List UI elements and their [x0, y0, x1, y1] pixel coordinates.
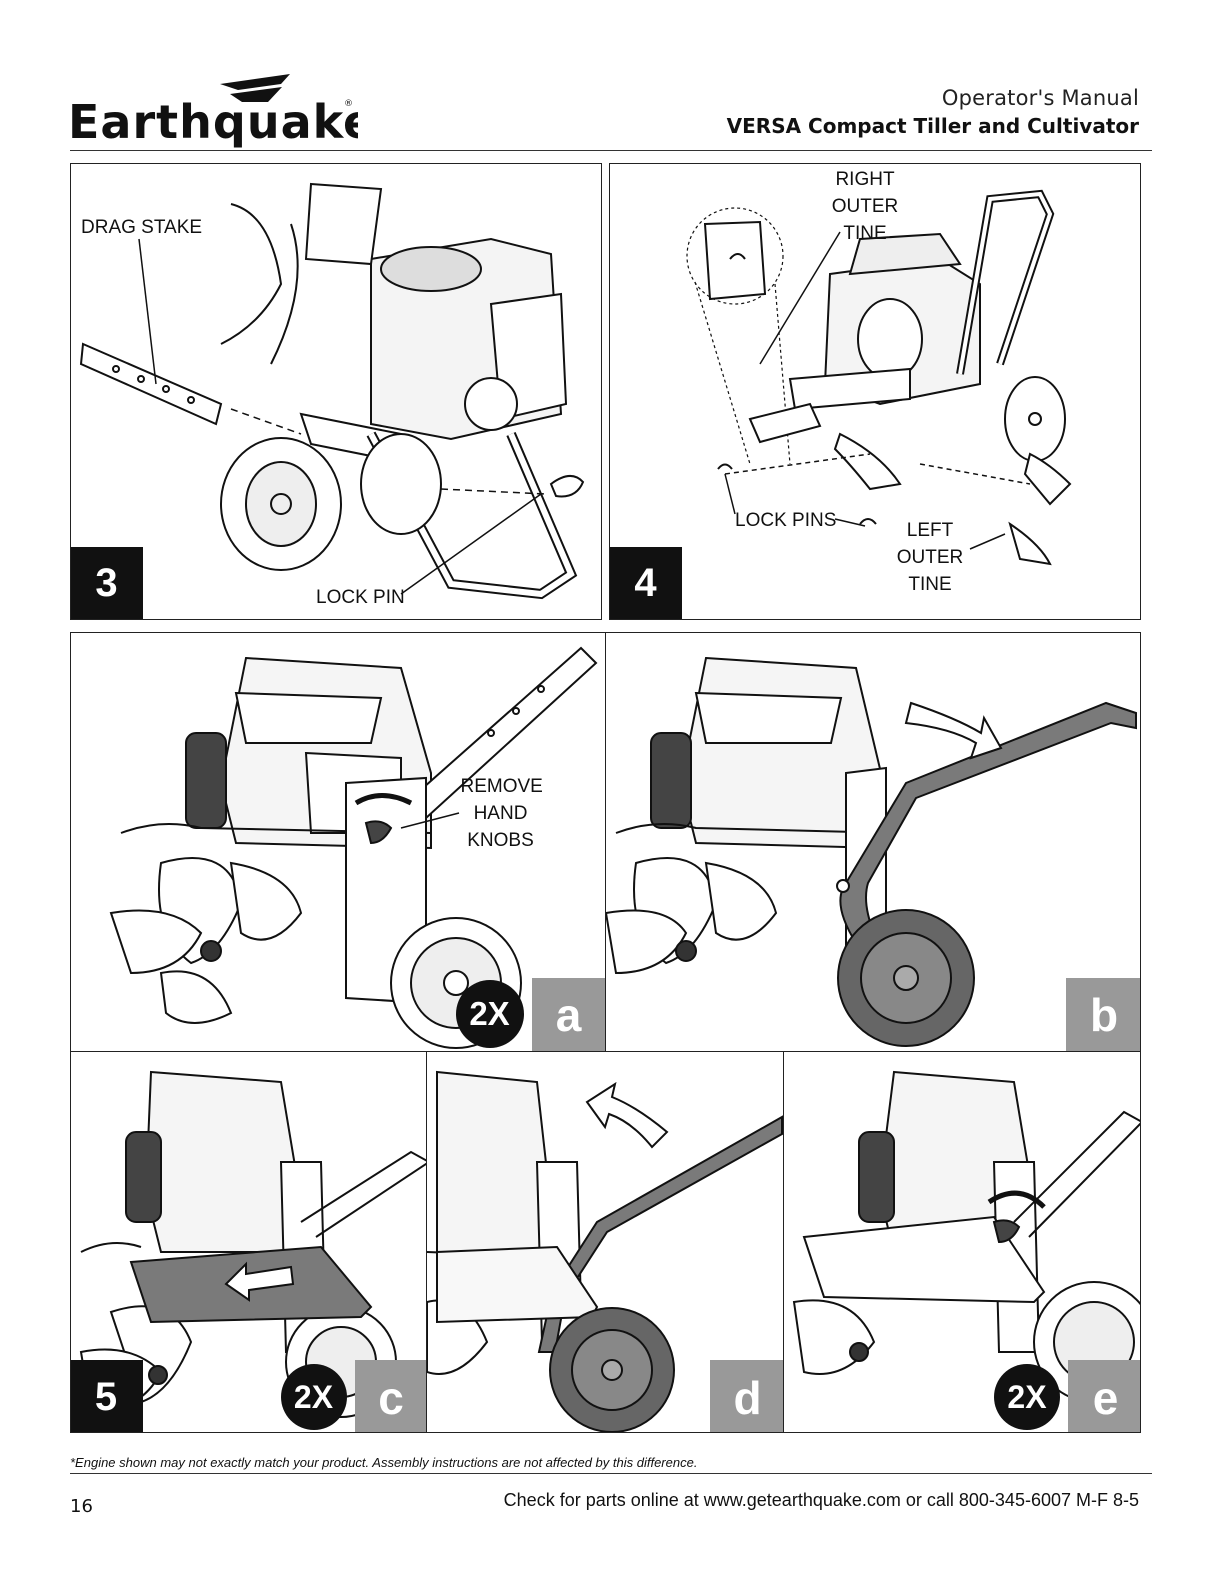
step-5-panel: REMOVE HAND KNOBS 2X a	[70, 632, 1141, 1433]
remove-hand-knobs-label: REMOVE HAND KNOBS	[460, 773, 543, 854]
letter-d: d	[710, 1360, 784, 1432]
letter-c: c	[354, 1360, 427, 1432]
tiller-drag-stake-illustration	[79, 182, 585, 600]
right-tine-line-2: OUTER	[831, 196, 899, 217]
remove-hand-knobs-illustration	[109, 646, 597, 1049]
left-tine-line-3: TINE	[908, 574, 952, 595]
doc-type: Operator's Manual	[941, 86, 1139, 110]
step-5b-panel: b	[605, 633, 1140, 1053]
rotate-handle-illustration	[606, 656, 1137, 1047]
lock-pin-label: LOCK PIN	[316, 587, 405, 608]
step-number-4: 4	[610, 547, 682, 619]
step-5c-panel: 5 2X c	[71, 1051, 428, 1432]
remove-knobs-line-2: HAND	[473, 802, 528, 824]
right-tine-line-1: RIGHT	[835, 169, 895, 190]
parts-contact-line: Check for parts online at www.getearthqu…	[503, 1490, 1139, 1510]
step-4-panel: RIGHT OUTER TINE LOCK PINS LEFT OUTER TI…	[609, 163, 1141, 620]
earthquake-logo: Earthquake ®	[68, 74, 358, 149]
lower-handle-illustration	[427, 1070, 783, 1432]
left-tine-line-2: OUTER	[896, 547, 964, 568]
attach-shield-illustration	[79, 1070, 427, 1418]
engine-footnote: *Engine shown may not exactly match your…	[70, 1455, 698, 1470]
drag-stake-label: DRAG STAKE	[81, 217, 203, 238]
left-outer-tine-label: LEFT OUTER TINE	[875, 517, 985, 598]
badge-2x-c: 2X	[280, 1364, 347, 1430]
badge-2x-e: 2X	[994, 1364, 1060, 1430]
footer-rule	[70, 1473, 1152, 1474]
right-outer-tine-label: RIGHT OUTER TINE	[810, 166, 920, 247]
step-number-3: 3	[71, 547, 143, 619]
remove-knobs-line-3: KNOBS	[467, 829, 534, 851]
header-rule	[70, 150, 1152, 151]
right-tine-line-3: TINE	[843, 223, 887, 244]
letter-b: b	[1066, 977, 1140, 1052]
page-number: 16	[70, 1496, 93, 1517]
document-title: Operator's Manual VERSA Compact Tiller a…	[727, 86, 1139, 138]
step-5d-panel: d	[426, 1051, 785, 1432]
remove-knobs-line-1: REMOVE	[460, 775, 543, 797]
step-5a-panel: REMOVE HAND KNOBS 2X a	[71, 633, 606, 1053]
svg-text:Earthquake: Earthquake	[68, 95, 358, 149]
letter-a: a	[531, 977, 605, 1052]
product-name: VERSA Compact Tiller and Cultivator	[726, 114, 1139, 138]
step-5e-panel: 2X e	[783, 1051, 1140, 1432]
lock-pins-label: LOCK PINS	[735, 510, 837, 531]
step-3-panel: DRAG STAKE LOCK PIN 3	[70, 163, 602, 620]
svg-text:®: ®	[344, 99, 353, 109]
left-tine-line-1: LEFT	[906, 520, 954, 541]
step-number-5: 5	[71, 1360, 143, 1432]
tiller-outer-tines-illustration	[686, 189, 1072, 566]
badge-2x-a: 2X	[455, 979, 524, 1048]
letter-e: e	[1068, 1360, 1140, 1432]
